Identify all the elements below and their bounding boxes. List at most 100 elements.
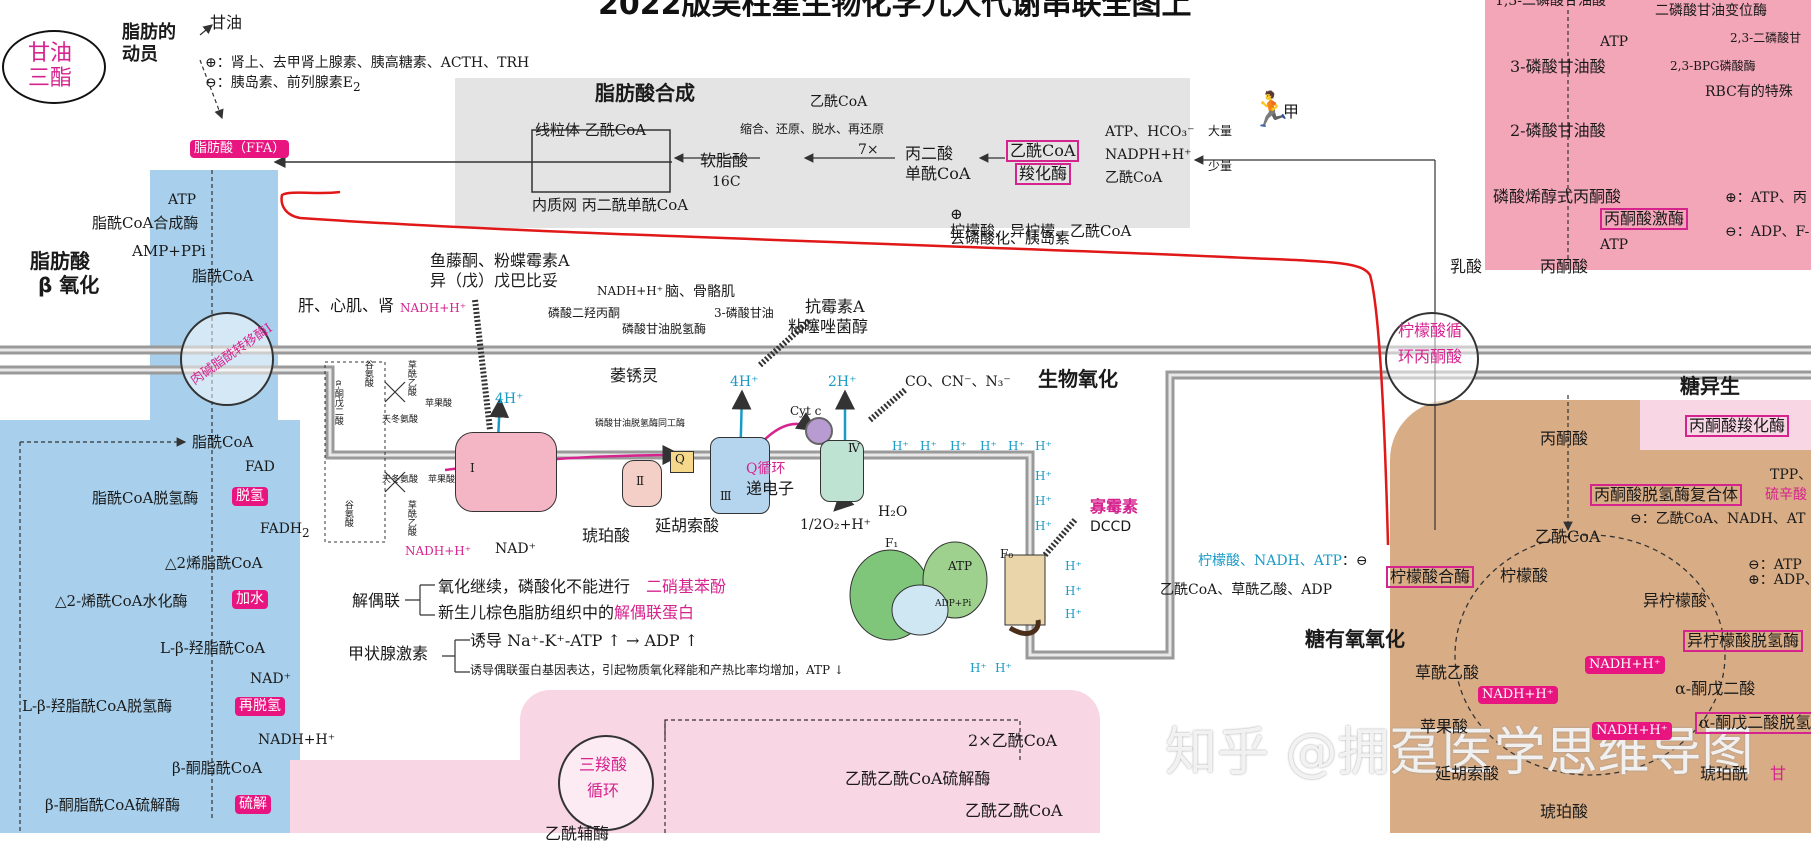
carboxin: 萎锈灵 [610, 366, 659, 385]
h-plus-3: H⁺ [950, 439, 967, 453]
shuttle-aspartate-1: 天冬氨酸 [382, 415, 419, 425]
pdh-cofactor-1: TPP、H [1770, 467, 1811, 483]
fatty-acid-synthesis-region [455, 78, 1190, 228]
amp-ppi: AMP+PPi [132, 242, 206, 260]
fa-synthesis-title: 脂肪酸合成 [595, 81, 695, 105]
h-plus-6: H⁺ [1035, 439, 1052, 453]
triglyceride-line1: 甘油 [28, 41, 73, 66]
pep: 磷酸烯醇式丙酮酸 [1493, 187, 1622, 206]
complex-iv-label: Ⅳ [848, 441, 860, 455]
pyruvate-carboxylase: 丙酮酸羧化酶 [1685, 415, 1790, 437]
tissue-label: 肝、心肌、肾 [298, 296, 395, 315]
pyruvate-kinase: 丙酮酸激酶 [1600, 208, 1689, 230]
thyroid-title: 甲状腺激素 [348, 644, 429, 663]
antimycin-2: 粘噻唑菌醇 [788, 317, 869, 336]
jia-label: 甲 [1283, 102, 1300, 121]
fad: FAD [245, 459, 275, 475]
oligomycin: 寡霉素 [1090, 497, 1139, 516]
thyroid-line-2: 诱导偶联蛋白基因表达，引起物质氧化释能和产热比率均增加，ATP ↓ [470, 663, 844, 677]
ubiquinone-label: Q [675, 452, 685, 466]
tag-dehydrogenation: 脱氢 [232, 487, 268, 507]
page-title: 2022版吴柱星生物化学九大代谢串联全图上 [598, 0, 1192, 22]
citrate: 柠檬酸 [1500, 566, 1549, 585]
acc-regulators-2: 去磷酸化、胰岛素 [950, 229, 1071, 247]
uncoupling-line-2: 新生儿棕色脂肪组织中的解偶联蛋白 [438, 603, 695, 622]
pdh-complex: 丙酮酸脱氢酶复合体 [1590, 484, 1743, 506]
f1-label: F₁ [885, 536, 899, 550]
uncoupling-line-1: 氧化继续，磷酸化不能进行 二硝基苯酚 [438, 577, 727, 596]
succinate: 琥珀酸 [582, 526, 631, 545]
aerobic-oxidation-title: 糖有氧氧化 [1305, 627, 1405, 651]
tca-gan: 甘 [1770, 764, 1787, 783]
acc-cofactor-3: 乙酰CoA [1105, 170, 1163, 186]
tca-nadh-1: NADH+H⁺ [1585, 656, 1665, 675]
g3p: 3-磷酸甘油 [714, 306, 774, 320]
proton-2h: 2H⁺ [828, 374, 857, 390]
ubiquinone [670, 451, 694, 473]
nadh-h: NADH+H⁺ [258, 732, 336, 748]
citrate-synthase: 柠檬酸合酶 [1386, 566, 1475, 588]
fat-mobilization-title: 脂肪的动员 [122, 22, 176, 65]
proton-4h-1: 4H⁺ [495, 391, 524, 407]
tca-nadh-2: NADH+H⁺ [1478, 686, 1558, 705]
h-plus-14: H⁺ [995, 661, 1012, 675]
ketone-pink-left [290, 760, 530, 833]
q-cycle-1: Q循环 [746, 461, 786, 477]
tca-circle-label: 柠檬酸循环丙酮酸 [1397, 321, 1462, 366]
complex-iv [820, 440, 864, 502]
shuttle-glutamate-2: 谷氨酸 [342, 500, 353, 527]
shuttle-malate-2: 苹果酸 [428, 475, 456, 485]
h-plus-13: H⁺ [970, 661, 987, 675]
pg-3: 3-磷酸甘油酸 [1510, 57, 1606, 76]
tca-cycle-circle [558, 735, 654, 831]
complex-ii [622, 460, 662, 507]
shuttle-glutamate-1: 谷氨酸 [362, 360, 373, 387]
nad-out: NAD⁺ [495, 541, 536, 557]
enoyl-coa: △2烯脂酰CoA [165, 554, 263, 572]
carnitine-circle [180, 312, 274, 406]
ketone-acetyl-2x: 2×乙酰CoA [968, 731, 1058, 750]
cs-activators: 乙酰CoA、草酰乙酸、ADP [1160, 582, 1333, 598]
tag-hydration: 加水 [232, 590, 268, 610]
gluconeogenesis-title: 糖异生 [1680, 374, 1740, 398]
malonyl-1: 丙二酸 [905, 144, 954, 163]
atp-syn-adp: ADP+Pi [935, 599, 972, 609]
g3p-isoenzyme: 磷酸甘油脱氢酶同工酶 [595, 419, 686, 429]
mito-acetyl-coa: 线粒体 乙酰CoA [535, 121, 647, 139]
tca-fumarate: 延胡索酸 [1435, 764, 1500, 783]
proton-4h-2: 4H⁺ [730, 374, 759, 390]
complex-i [455, 432, 557, 512]
tca-acetyl-coa: 乙酰CoA [1535, 527, 1601, 546]
mobilization-activators: ⊕：肾上、去甲肾上腺素、胰高糖素、ACTH、TRH [205, 55, 530, 71]
h-plus-1: H⁺ [892, 439, 909, 453]
tca-cycle-label: 三羧酸循环 [578, 755, 627, 800]
acyl-coa: 脂酰CoA [192, 267, 254, 285]
pk-activators: ⊕：ATP、丙 [1725, 190, 1807, 206]
ketoacyl-coa: β-酮脂酰CoA [172, 759, 263, 777]
shuttle-aspartate-2: 天冬氨酸 [382, 475, 419, 485]
cyanide-inhibitors: CO、CN⁻、N₃⁻ [905, 374, 1011, 390]
h-plus-9: H⁺ [1035, 519, 1052, 533]
lactate: 乳酸 [1450, 257, 1483, 276]
tca-nadh-3: NADH+H⁺ [1592, 722, 1672, 741]
tca-pyruvate-circle [1385, 312, 1479, 406]
beta-ox-title-1: 脂肪酸 [30, 249, 90, 273]
runner-icon: 🏃 [1250, 90, 1293, 130]
acetoacetyl-coa: 乙酰乙酰CoA [965, 801, 1063, 820]
gng-pink-strip [1640, 400, 1811, 450]
isocitrate: 异柠檬酸 [1643, 591, 1708, 610]
pdh-cofactor-2: 硫辛酸 [1765, 487, 1807, 503]
ketone-bottom: 乙酰辅酶 [545, 824, 610, 843]
c16: 16C [712, 174, 741, 190]
fa-steps: 缩合、还原、脱水、再还原 [740, 122, 885, 136]
acc-enzyme-1: 乙酰CoA [1006, 140, 1080, 162]
nadh-brain-left: NADH+H⁺ [400, 301, 467, 315]
shuttle-oaa-1: 草酰乙酸 [405, 360, 416, 396]
glycolysis-pink-extra [1640, 190, 1811, 260]
complex-iii-label: Ⅲ [720, 489, 732, 503]
cs-inhibitors: 柠檬酸、NADH、ATP：⊖ [1198, 553, 1368, 569]
oxaloacetate: 草酰乙酸 [1415, 663, 1480, 682]
bpg-13: 1,3-二磷酸甘油酸 [1495, 0, 1606, 9]
bpg-phosphatase: 2,3-BPG磷酸酶 [1670, 59, 1756, 73]
acc-cofactor-1: ATP、HCO₃⁻ [1105, 124, 1195, 140]
